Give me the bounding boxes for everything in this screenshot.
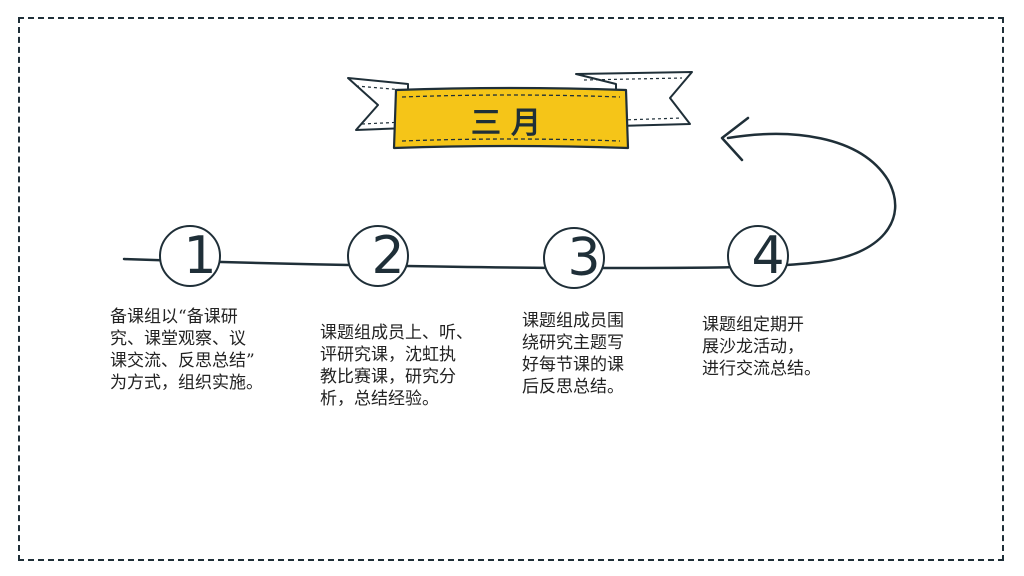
step-number-1: 1 — [183, 226, 217, 286]
ribbon-right-tail — [575, 71, 693, 127]
curved-return-arrow-icon — [720, 116, 750, 162]
step-text-3: 课题组成员围 绕研究主题写 好每节课的课 后反思总结。 — [522, 311, 624, 397]
dashed-frame — [18, 17, 1004, 561]
step-number-2: 2 — [371, 226, 405, 286]
ribbon-right-tail-stitch — [583, 77, 683, 121]
step-number-3: 3 — [567, 228, 601, 288]
ribbon-body — [392, 86, 630, 150]
ribbon-left-tail — [347, 77, 409, 131]
step-circle-1 — [159, 225, 221, 287]
ribbon-left-tail-stitch — [355, 85, 405, 125]
banner-title: 三月 — [471, 106, 551, 141]
step-number-4: 4 — [751, 226, 785, 286]
step-circle-4 — [727, 225, 789, 287]
step-circle-3 — [543, 227, 605, 289]
step-circle-2 — [347, 225, 409, 287]
step-text-1: 备课组以“备课研 究、课堂观察、议 课交流、反思总结” 为方式，组织实施。 — [110, 307, 263, 393]
step-text-2: 课题组成员上、听、 评研究课，沈虹执 教比赛课，研究分 析，总结经验。 — [320, 323, 473, 409]
step-text-4: 课题组定期开 展沙龙活动， 进行交流总结。 — [702, 315, 821, 379]
ribbon-body-stitch — [401, 94, 621, 142]
